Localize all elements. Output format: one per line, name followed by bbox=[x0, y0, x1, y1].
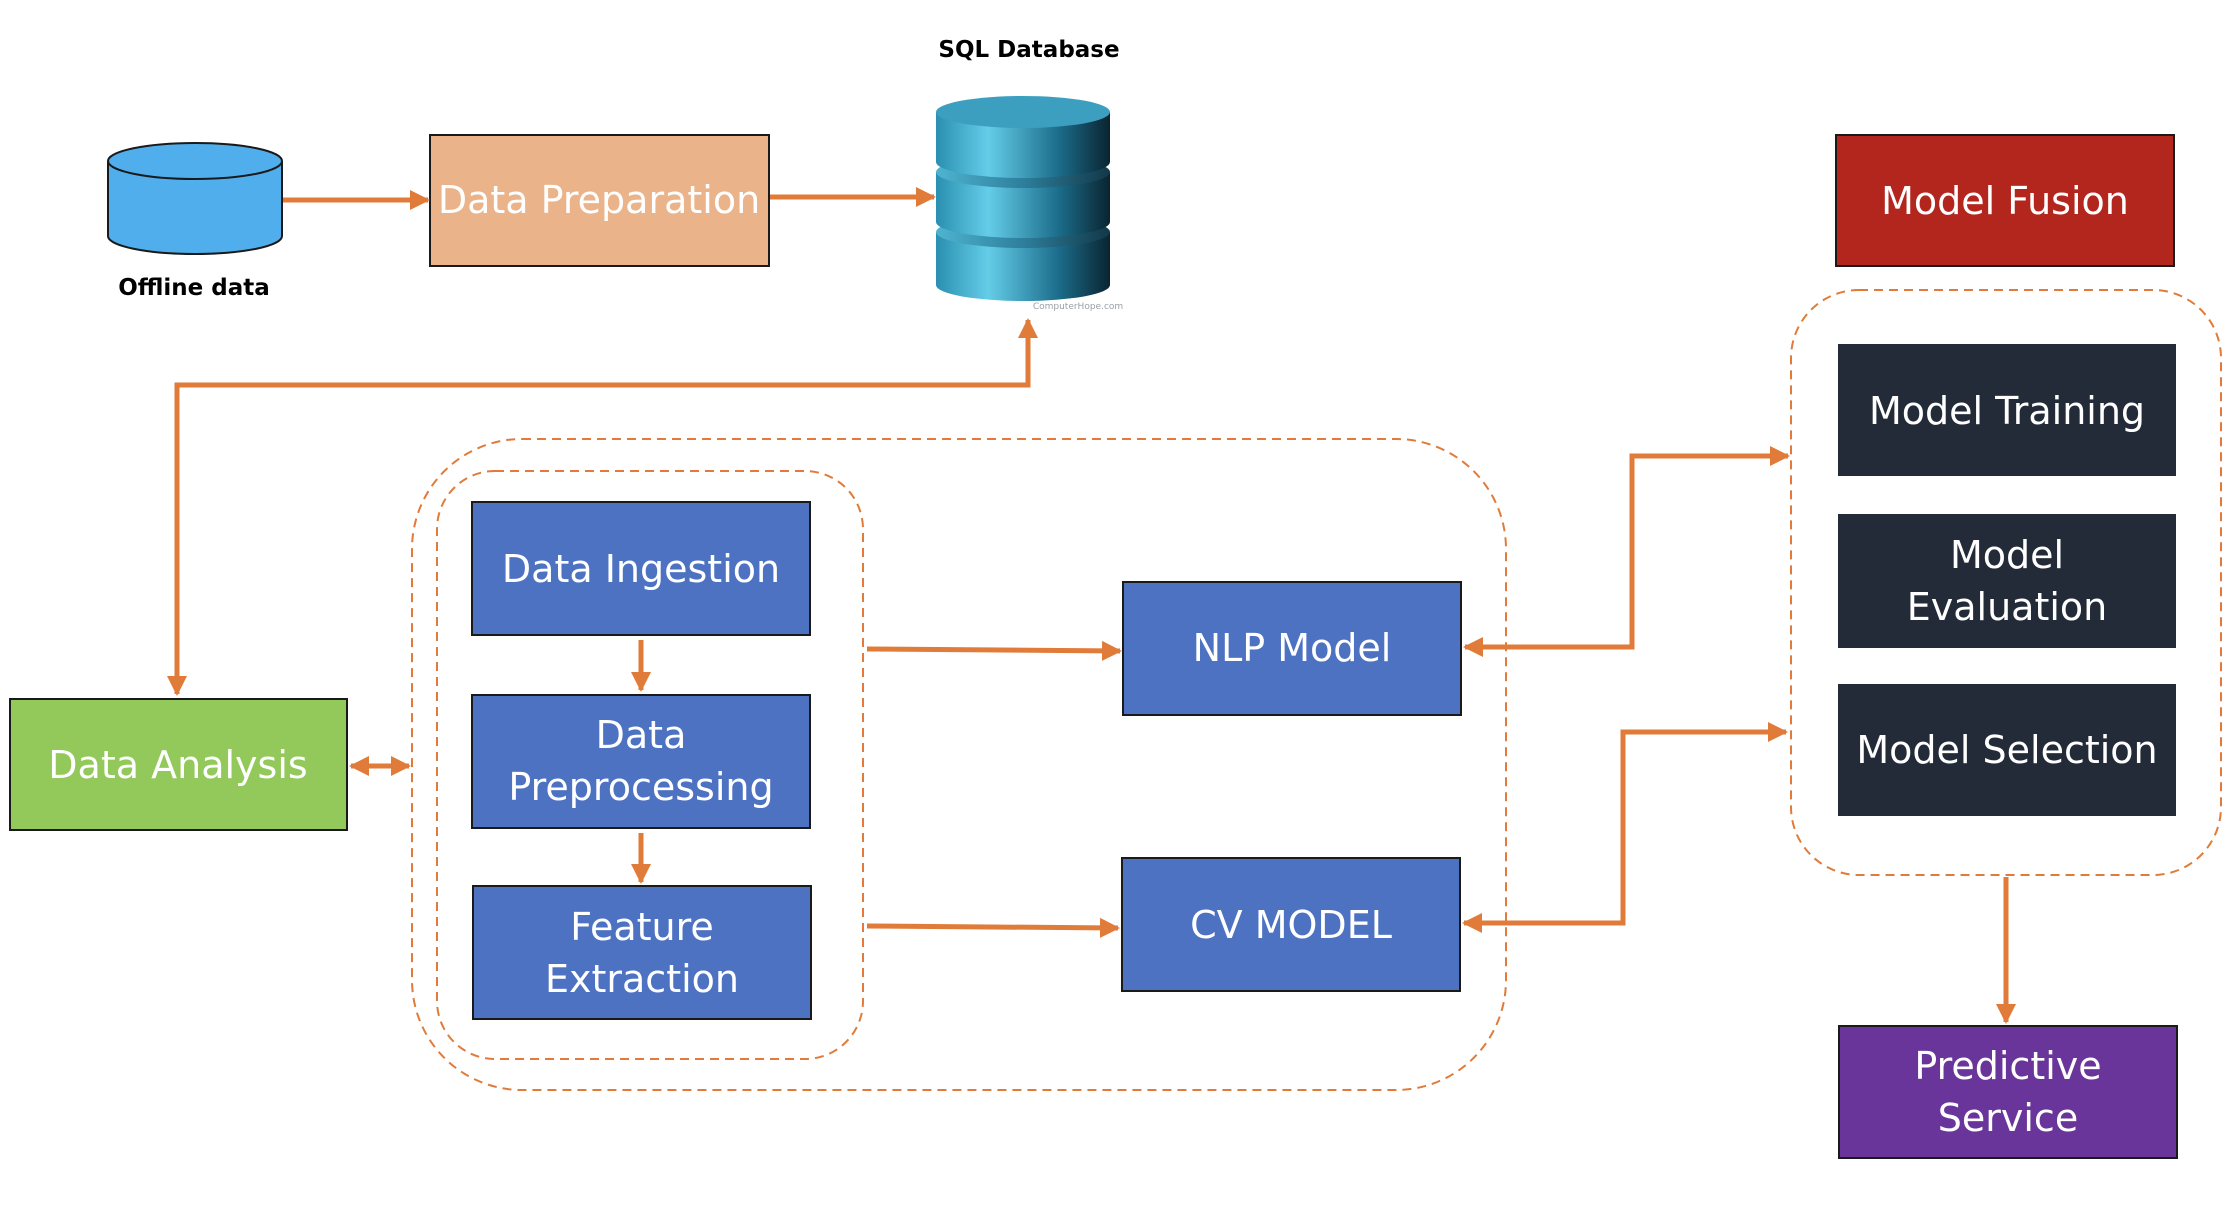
model-training-label: Model Training bbox=[1869, 389, 2145, 433]
predictive-service-box bbox=[1838, 1025, 2178, 1159]
sql-database-label: SQL Database bbox=[938, 37, 1119, 63]
predictive-service-label-line2: Service bbox=[1938, 1096, 2078, 1140]
arrow-cv-model-management bbox=[1462, 722, 1788, 933]
nlp-model-box bbox=[1122, 581, 1462, 716]
model-selection-box bbox=[1838, 684, 2176, 816]
data-analysis-box bbox=[9, 698, 348, 831]
data-preprocessing-box bbox=[471, 694, 811, 829]
model-evaluation-box bbox=[1838, 514, 2176, 648]
data-preprocessing-label-line2: Preprocessing bbox=[508, 765, 773, 809]
sql-database-icon bbox=[936, 96, 1110, 301]
model-training-box bbox=[1838, 344, 2176, 476]
feature-extraction-label-line2: Extraction bbox=[545, 957, 739, 1001]
cv-model-box bbox=[1121, 857, 1461, 992]
model-evaluation-label-line1: Model bbox=[1950, 533, 2064, 577]
arrow-database-analysis bbox=[167, 318, 1038, 696]
feature-extraction-label-line1: Feature bbox=[570, 905, 714, 949]
data-preparation-box bbox=[429, 134, 770, 267]
arrow-nlp-model-management bbox=[1463, 446, 1790, 657]
db-watermark: ComputerHope.com bbox=[1033, 302, 1123, 312]
arrow-processing-to-nlp bbox=[866, 640, 1122, 661]
model-management-group bbox=[1790, 289, 2222, 876]
model-fusion-box bbox=[1835, 134, 2175, 267]
data-ingestion-label: Data Ingestion bbox=[502, 547, 780, 591]
data-analysis-label: Data Analysis bbox=[48, 743, 307, 787]
offline-data-cylinder-icon bbox=[107, 142, 283, 255]
nlp-model-label: NLP Model bbox=[1193, 626, 1392, 670]
offline-data-label: Offline data bbox=[118, 275, 270, 301]
data-preprocessing-label-line1: Data bbox=[596, 713, 687, 757]
predictive-service-label-line1: Predictive bbox=[1914, 1044, 2101, 1088]
data-preparation-label: Data Preparation bbox=[438, 178, 760, 222]
arrow-processing-to-cv bbox=[866, 917, 1120, 938]
feature-extraction-box bbox=[472, 885, 812, 1020]
model-selection-label: Model Selection bbox=[1856, 728, 2157, 772]
model-evaluation-label-line2: Evaluation bbox=[1907, 585, 2108, 629]
model-fusion-label: Model Fusion bbox=[1881, 179, 2129, 223]
cv-model-label: CV MODEL bbox=[1190, 903, 1392, 947]
